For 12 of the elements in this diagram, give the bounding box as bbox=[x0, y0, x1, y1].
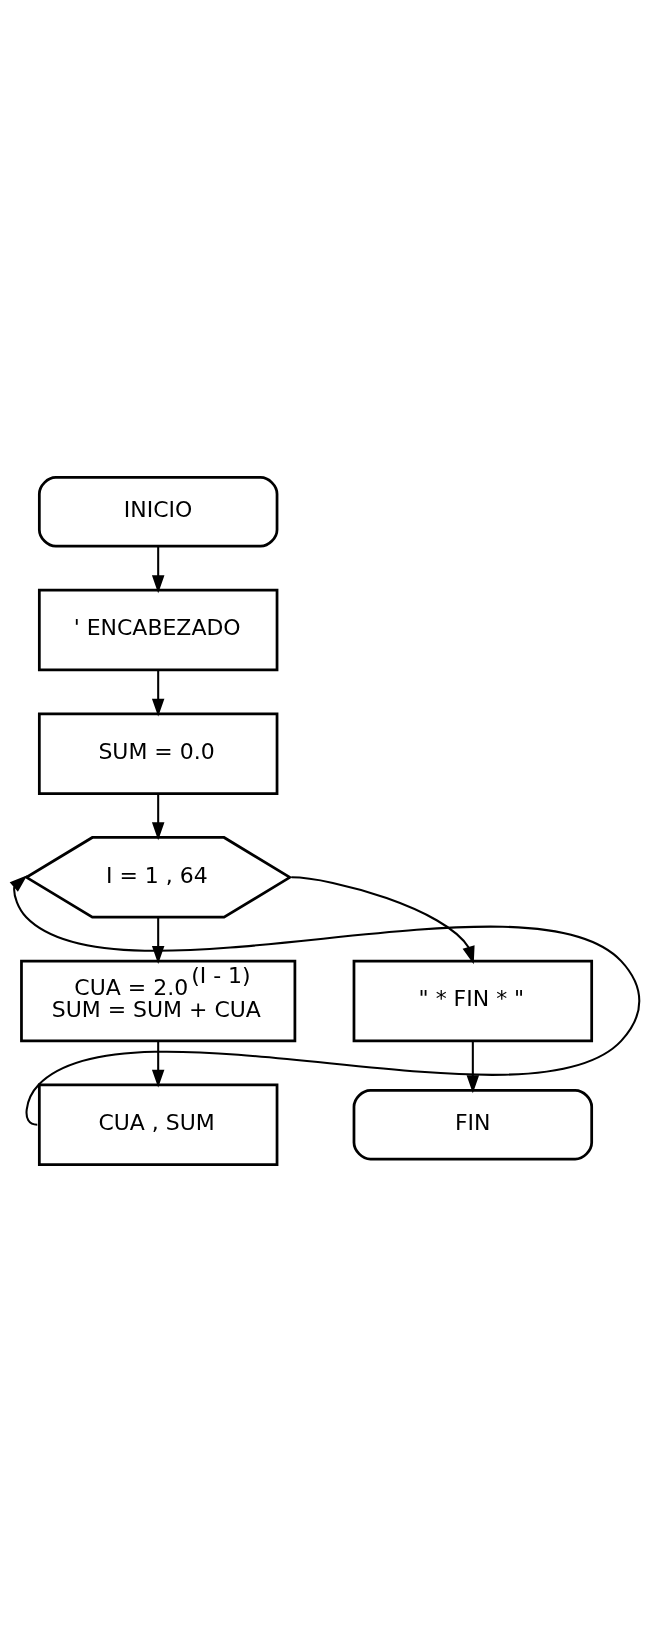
arrow bbox=[466, 1041, 480, 1094]
node-box: FIN bbox=[352, 1088, 594, 1161]
node-box: SUM = 0.0 bbox=[37, 712, 279, 795]
node-box: ' ENCABEZADO bbox=[37, 588, 279, 672]
arrow bbox=[151, 546, 165, 594]
node-box: CUA , SUM bbox=[37, 1083, 279, 1166]
node-box: " * FIN * " bbox=[352, 959, 594, 1043]
node-box: INICIO bbox=[37, 476, 279, 548]
arrow bbox=[291, 876, 475, 965]
arrow bbox=[151, 670, 165, 717]
arrow bbox=[151, 1041, 165, 1088]
arrow bbox=[151, 793, 165, 841]
